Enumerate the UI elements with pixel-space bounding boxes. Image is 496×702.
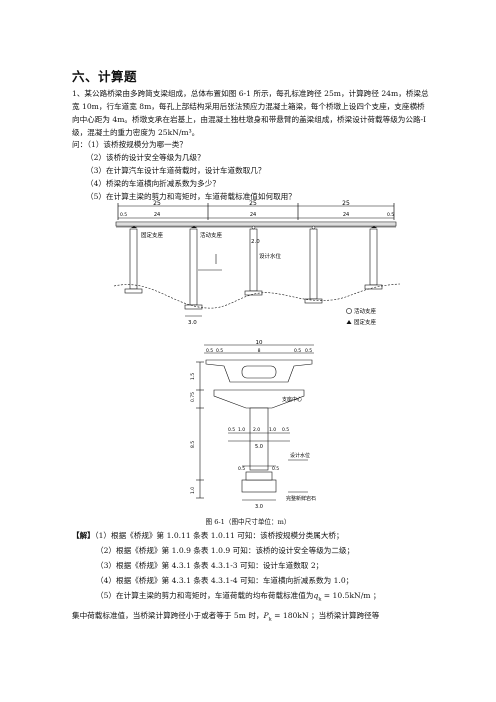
- left-dim-3: 8.5: [190, 441, 196, 448]
- bridge-elevation-drawing: 25 25 25 24 24 24 0.5 0.5 固定支座 活动支座 2.0 …: [113, 200, 401, 326]
- answer-tag: 【解】: [72, 531, 95, 540]
- section-title: 六、计算题: [72, 69, 138, 84]
- dim-calc-3: 24: [343, 212, 349, 218]
- dim-span-3: 25: [342, 200, 350, 207]
- dim-2-0: 2.0: [251, 239, 260, 245]
- label-rock: 完整新鲜岩石: [286, 495, 316, 502]
- dim-calc-2: 24: [250, 212, 256, 218]
- answer-line-3: （3）根据《桥规》第 4.3.1 条表 4.3.1-3 可知：设计车道数取 2；: [96, 561, 324, 570]
- answer-line-1: 【解】（1）根据《桥规》第 1.0.11 条表 1.0.11 可知：该桥按规模分…: [72, 531, 344, 540]
- left-dim-1: 1.5: [190, 373, 196, 380]
- answer-line-6: 集中荷载标准值，当桥梁计算跨径小于或者等于 5m 时，Pk = 180kN ；当…: [72, 611, 380, 623]
- left-dim-4: 1.0: [190, 487, 196, 494]
- section-part-2: 0.5: [216, 348, 223, 354]
- legend-fixed: 固定支座: [354, 318, 377, 326]
- mid-part-2: 1.0: [238, 427, 245, 433]
- base-part-1: 0.5: [238, 466, 245, 472]
- mid-part-1: 0.5: [228, 427, 235, 433]
- question-3: （3）在计算汽车设计车道荷载时，设计车道数取几？: [86, 166, 266, 175]
- mid-part-4: 1.0: [269, 427, 276, 433]
- dim-span-2: 25: [249, 200, 257, 207]
- ask-lead: 问：: [72, 140, 88, 149]
- base-width: 3.0: [255, 504, 263, 510]
- question-4: （4）桥梁的车道横向折减系数为多少？: [86, 179, 220, 188]
- question-2: （2）该桥的设计安全等级为几级？: [86, 153, 205, 162]
- label-support-center: 支座中心: [282, 396, 302, 403]
- dim-half-a: 0.5: [120, 212, 127, 218]
- dim-span-1: 25: [153, 200, 161, 207]
- answer-line-5: （5）在计算主梁的剪力和弯矩时，车道荷载的均布荷载标准值为qk = 10.5kN…: [96, 591, 381, 603]
- base-part-2: 0.5: [272, 466, 279, 472]
- label-movable-support: 活动支座: [200, 231, 223, 239]
- dim-half-b: 0.5: [387, 212, 394, 218]
- question-1: 问：（1）该桥按规模分为哪一类？: [72, 140, 187, 149]
- answer-line-2: （2）根据《桥规》第 1.0.9 条表 1.0.9 可知：该桥的设计安全等级为二…: [96, 546, 355, 555]
- section-part-1: 0.5: [206, 348, 213, 354]
- mid-part-5: 0.5: [282, 427, 289, 433]
- label-design-water: 设计水位: [259, 252, 282, 260]
- problem-statement: 1、某公路桥梁由多跨简支梁组成，总体布置如图 6-1 所示，每孔标准跨径 25m…: [72, 89, 429, 137]
- section-part-5: 0.5: [305, 348, 312, 354]
- answer-line-4: （4）根据《桥规》第 4.3.1 条表 4.3.1-4 可知：车道横向折减系数为…: [96, 576, 354, 585]
- section-design-water: 设计水位: [290, 452, 310, 459]
- mid-part-3: 2.0: [253, 427, 260, 433]
- section-part-3: 8: [258, 348, 261, 354]
- left-dim-2: 0.75: [190, 392, 196, 402]
- mid-total: 5.0: [255, 444, 263, 450]
- section-top-width: 10: [256, 340, 263, 346]
- dim-calc-1: 24: [154, 212, 160, 218]
- question-5: （5）在计算主梁的剪力和弯矩时，车道荷载标准值如何取用？: [86, 192, 296, 201]
- pier-cross-section-drawing: 10 0.5 0.5 8 0.5 0.5 1.5 0.75 8.5 1.0 支座…: [190, 340, 316, 510]
- figure-caption: 图 6-1（图中尺寸单位：m）: [205, 518, 291, 526]
- label-fixed-support: 固定支座: [141, 231, 164, 239]
- legend-movable: 活动支座: [354, 307, 377, 315]
- section-part-4: 0.5: [294, 348, 301, 354]
- dim-3-0: 3.0: [188, 320, 197, 326]
